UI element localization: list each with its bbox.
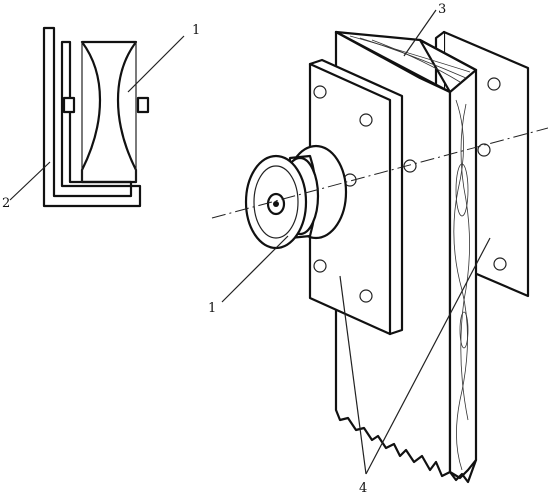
bracket-inner-wall: [60, 40, 133, 188]
shaft-axis: [211, 127, 548, 219]
bracket-pulley-detail: [9, 26, 185, 208]
large-pulley: [244, 144, 348, 250]
callout-label-plates: 4: [359, 481, 367, 496]
axle-left: [62, 96, 76, 114]
axle-right: [136, 96, 150, 114]
small-pulley-body: [80, 40, 138, 184]
front-plate: [308, 58, 417, 336]
u-bracket: [42, 26, 142, 208]
callout-label-small-pulley: 1: [192, 23, 200, 38]
leader-lines: [221, 9, 491, 475]
callout-label-plank: 3: [438, 2, 446, 17]
callout-label-pulley: 1: [208, 301, 216, 316]
callout-label-bracket: 2: [2, 196, 10, 211]
